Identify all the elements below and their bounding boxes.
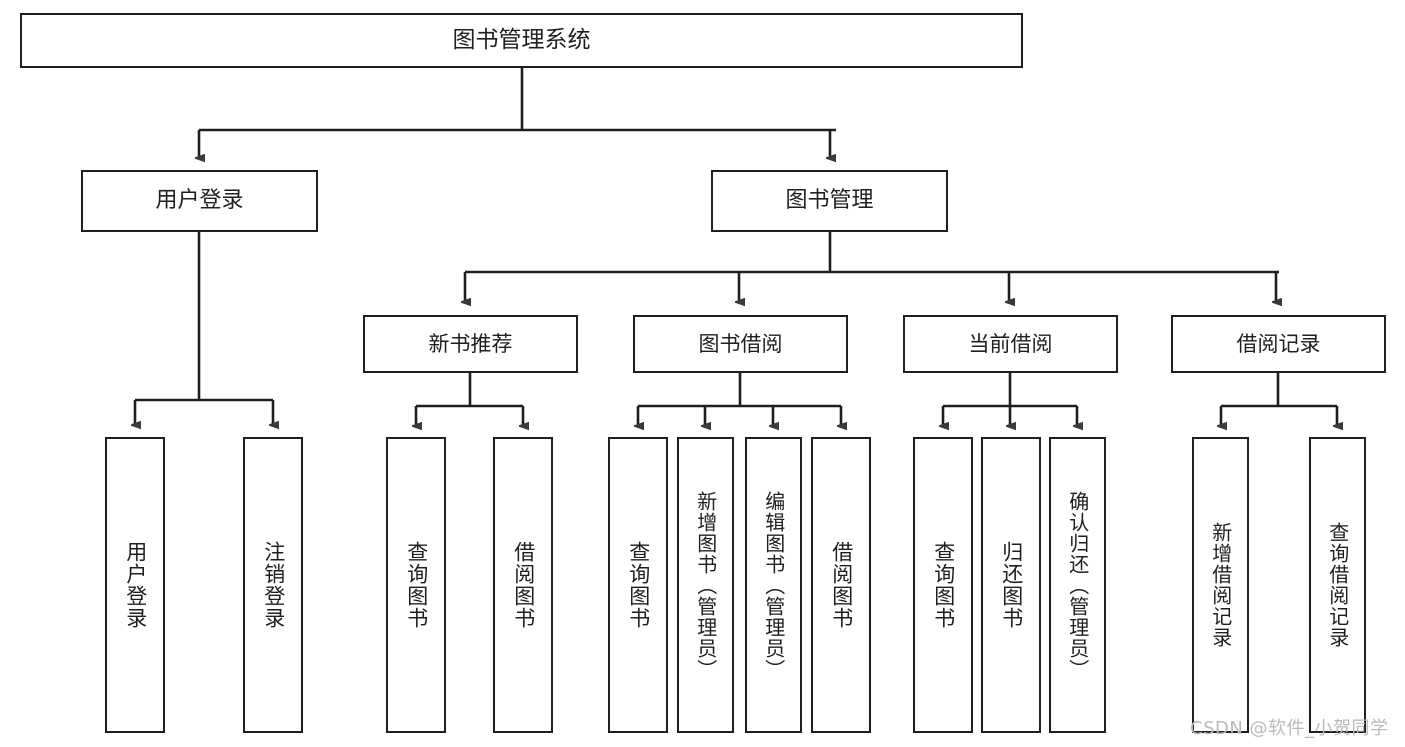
node-leaf-return-book-label: 归还图书 [999,541,1024,629]
node-leaf-query-borrow-record-label: 查询借阅记录 [1325,522,1350,648]
node-user-login-label: 用户登录 [155,188,244,214]
node-root[interactable]: 图书管理系统 [20,13,1023,68]
node-leaf-borrow-book-1[interactable]: 借阅图书 [493,437,553,733]
node-leaf-query-book-3[interactable]: 查询图书 [913,437,973,733]
node-leaf-borrow-book-2-label: 借阅图书 [829,541,854,629]
node-leaf-query-book-3-label: 查询图书 [931,541,956,629]
node-leaf-edit-book-admin[interactable]: 编辑图书（管理员） [745,437,802,733]
node-leaf-add-book-admin-label: 新增图书（管理员） [693,490,718,680]
node-leaf-user-login[interactable]: 用户登录 [105,437,165,733]
node-leaf-add-book-admin[interactable]: 新增图书（管理员） [677,437,734,733]
node-root-label: 图书管理系统 [452,26,591,53]
node-leaf-confirm-return-admin-label: 确认归还（管理员） [1065,490,1090,680]
node-book-borrow[interactable]: 图书借阅 [633,315,848,373]
watermark-text: CSDN @软件_小贺同学 [1190,718,1389,739]
node-new-book-recommend-label: 新书推荐 [428,331,513,356]
node-current-borrow-label: 当前借阅 [968,331,1053,356]
node-borrow-record-label: 借阅记录 [1236,331,1321,356]
node-leaf-borrow-book-1-label: 借阅图书 [511,541,536,629]
node-new-book-recommend[interactable]: 新书推荐 [363,315,578,373]
node-leaf-borrow-book-2[interactable]: 借阅图书 [811,437,871,733]
node-leaf-logout-login-label: 注销登录 [261,541,286,629]
node-book-borrow-label: 图书借阅 [698,331,783,356]
node-leaf-query-book-2[interactable]: 查询图书 [608,437,668,733]
node-book-management[interactable]: 图书管理 [711,170,948,232]
node-book-management-label: 图书管理 [785,188,874,214]
node-leaf-query-book-1[interactable]: 查询图书 [386,437,446,733]
node-current-borrow[interactable]: 当前借阅 [903,315,1118,373]
node-borrow-record[interactable]: 借阅记录 [1171,315,1386,373]
node-leaf-query-book-2-label: 查询图书 [626,541,651,629]
node-leaf-return-book[interactable]: 归还图书 [981,437,1041,733]
node-leaf-edit-book-admin-label: 编辑图书（管理员） [761,490,786,680]
node-leaf-user-login-label: 用户登录 [123,541,148,629]
node-leaf-add-borrow-record[interactable]: 新增借阅记录 [1192,437,1249,733]
node-leaf-query-book-1-label: 查询图书 [404,541,429,629]
node-leaf-confirm-return-admin[interactable]: 确认归还（管理员） [1049,437,1106,733]
node-leaf-add-borrow-record-label: 新增借阅记录 [1208,522,1233,648]
node-leaf-query-borrow-record[interactable]: 查询借阅记录 [1309,437,1366,733]
node-user-login[interactable]: 用户登录 [81,170,318,232]
node-leaf-logout-login[interactable]: 注销登录 [243,437,303,733]
